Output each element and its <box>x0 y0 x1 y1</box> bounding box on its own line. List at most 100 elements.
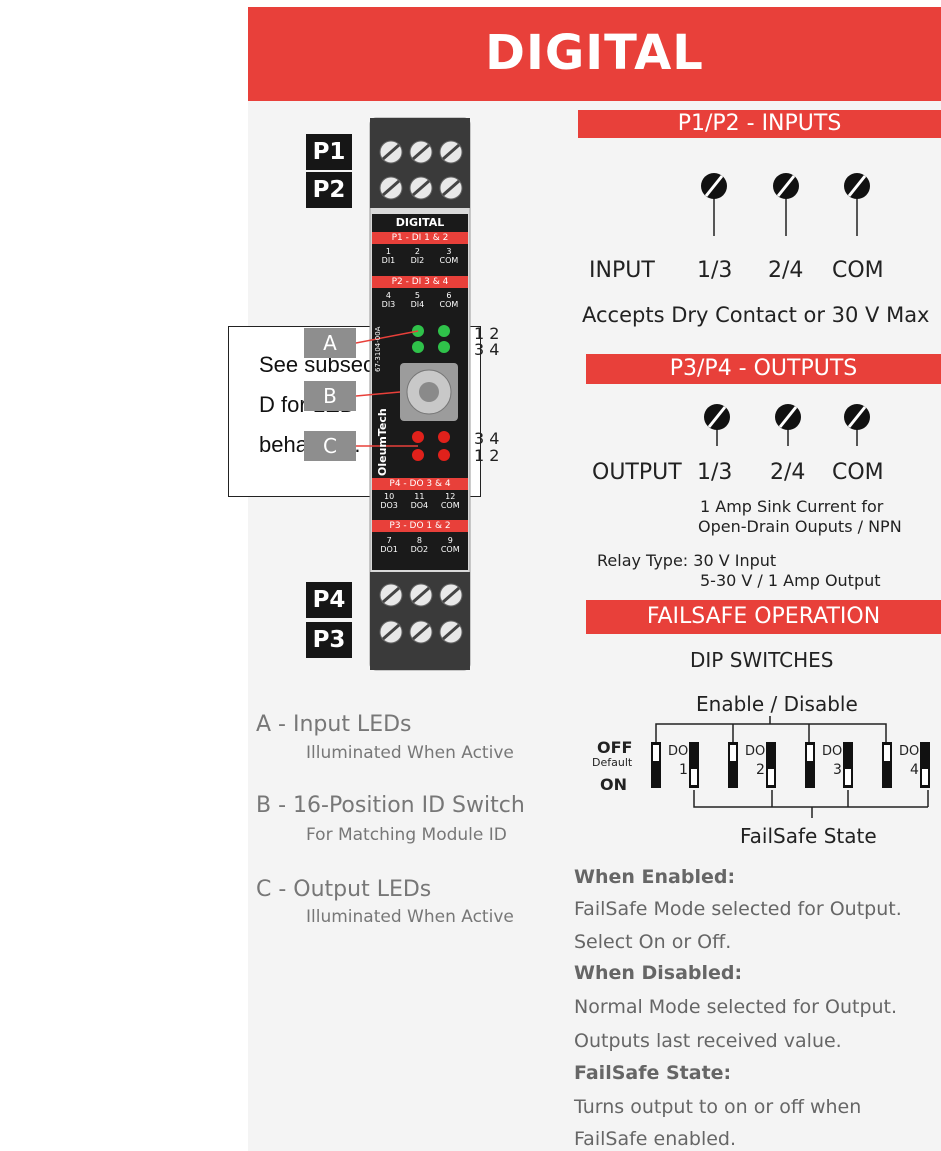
output-term-1: 1/3 <box>697 460 733 485</box>
module-band-p1: P1 - DI 1 & 2 <box>372 232 468 244</box>
input-terminals <box>701 173 870 236</box>
input-term-2: 2/4 <box>768 258 804 283</box>
id-switch <box>400 363 458 421</box>
enable-disable-label: Enable / Disable <box>696 692 858 716</box>
tag-c: C <box>304 431 356 461</box>
dip-switch-3: DO 3 <box>805 742 883 788</box>
led-in-top-label: 1 2 <box>474 324 500 343</box>
outputs-section-header: P3/P4 - OUTPUTS <box>586 354 941 384</box>
dip-on-label: ON <box>600 775 627 794</box>
outputs-note-1: 1 Amp Sink Current for <box>700 497 884 516</box>
outputs-note-2: Open-Drain Ouputs / NPN <box>698 517 902 536</box>
note-enabled-heading: When Enabled: <box>574 866 736 888</box>
terminal-screws-top <box>379 140 463 200</box>
dip-off-label: OFF <box>597 738 633 757</box>
dip-switch-4: DO 4 <box>882 742 941 788</box>
relay-note-2: 5-30 V / 1 Amp Output <box>700 571 881 590</box>
note-disabled-line-1: Normal Mode selected for Output. <box>574 996 898 1018</box>
port-tag-p4: P4 <box>306 582 352 618</box>
output-terminals <box>704 404 870 446</box>
dip-do-label: DO <box>822 744 843 759</box>
failsafe-state-label: FailSafe State <box>740 824 877 848</box>
dip-state-lever <box>843 742 853 788</box>
port-tag-p3: P3 <box>306 622 352 658</box>
dip-do-label: DO <box>668 744 689 759</box>
header-banner: DIGITAL <box>248 7 941 101</box>
failsafe-section-header: FAILSAFE OPERATION <box>586 600 941 634</box>
dip-switches-title: DIP SWITCHES <box>690 648 834 672</box>
dip-switch-1: DO 1 <box>651 742 729 788</box>
led-out-top-label: 3 4 <box>474 429 500 448</box>
legend-b-desc: For Matching Module ID <box>306 825 507 845</box>
terminal-screws-bottom <box>379 583 463 644</box>
output-leds <box>412 431 450 461</box>
dip-state-lever <box>689 742 699 788</box>
dip-number: 2 <box>756 762 765 778</box>
dip-number: 1 <box>679 762 688 778</box>
dip-enable-lever <box>882 742 892 788</box>
note-state-line-1: Turns output to on or off when <box>574 1096 862 1118</box>
dip-switch-2: DO 2 <box>728 742 806 788</box>
legend-c-title: C - Output LEDs <box>256 877 432 902</box>
dip-state-lever <box>766 742 776 788</box>
module-band-p3: P3 - DO 1 & 2 <box>372 520 468 532</box>
dip-do-label: DO <box>745 744 766 759</box>
output-term-com: COM <box>832 460 884 485</box>
dip-enable-lever <box>728 742 738 788</box>
relay-note-1: Relay Type: 30 V Input <box>597 551 777 570</box>
note-disabled-heading: When Disabled: <box>574 962 743 984</box>
legend-c-desc: Illuminated When Active <box>306 907 514 927</box>
module-part-number: 67-3104-00A <box>374 326 382 372</box>
inputs-section-header: P1/P2 - INPUTS <box>578 110 941 138</box>
module-band-p4: P4 - DO 3 & 4 <box>372 478 468 490</box>
legend-a-desc: Illuminated When Active <box>306 743 514 763</box>
port-tag-p1: P1 <box>306 134 352 170</box>
output-term-2: 2/4 <box>770 460 806 485</box>
note-disabled-line-2: Outputs last received value. <box>574 1030 842 1052</box>
input-term-1: 1/3 <box>697 258 733 283</box>
led-in-bottom-label: 3 4 <box>474 340 500 359</box>
dip-number: 4 <box>910 762 919 778</box>
note-enabled-line-1: FailSafe Mode selected for Output. <box>574 898 902 920</box>
dip-do-label: DO <box>899 744 920 759</box>
note-enabled-line-2: Select On or Off. <box>574 931 732 953</box>
input-row-label: INPUT <box>589 258 655 283</box>
port-tag-p2: P2 <box>306 172 352 208</box>
page-title: DIGITAL <box>485 25 704 81</box>
module-brand: OleumTech <box>376 408 389 476</box>
dip-default-label: Default <box>592 756 633 769</box>
dip-state-bracket <box>693 790 929 818</box>
note-state-line-2: FailSafe enabled. <box>574 1128 737 1150</box>
tag-b: B <box>304 381 356 411</box>
input-term-com: COM <box>832 258 884 283</box>
tag-a: A <box>304 328 356 358</box>
led-out-bottom-label: 1 2 <box>474 446 500 465</box>
module-label-title: DIGITAL <box>395 216 445 229</box>
inputs-note: Accepts Dry Contact or 30 V Max <box>582 303 930 327</box>
legend-b-title: B - 16-Position ID Switch <box>256 793 525 818</box>
note-state-heading: FailSafe State: <box>574 1062 732 1084</box>
dip-enable-bracket <box>655 716 887 742</box>
dip-enable-lever <box>651 742 661 788</box>
dip-state-lever <box>920 742 930 788</box>
dip-number: 3 <box>833 762 842 778</box>
module-band-p2: P2 - DI 3 & 4 <box>372 276 468 288</box>
dip-enable-lever <box>805 742 815 788</box>
